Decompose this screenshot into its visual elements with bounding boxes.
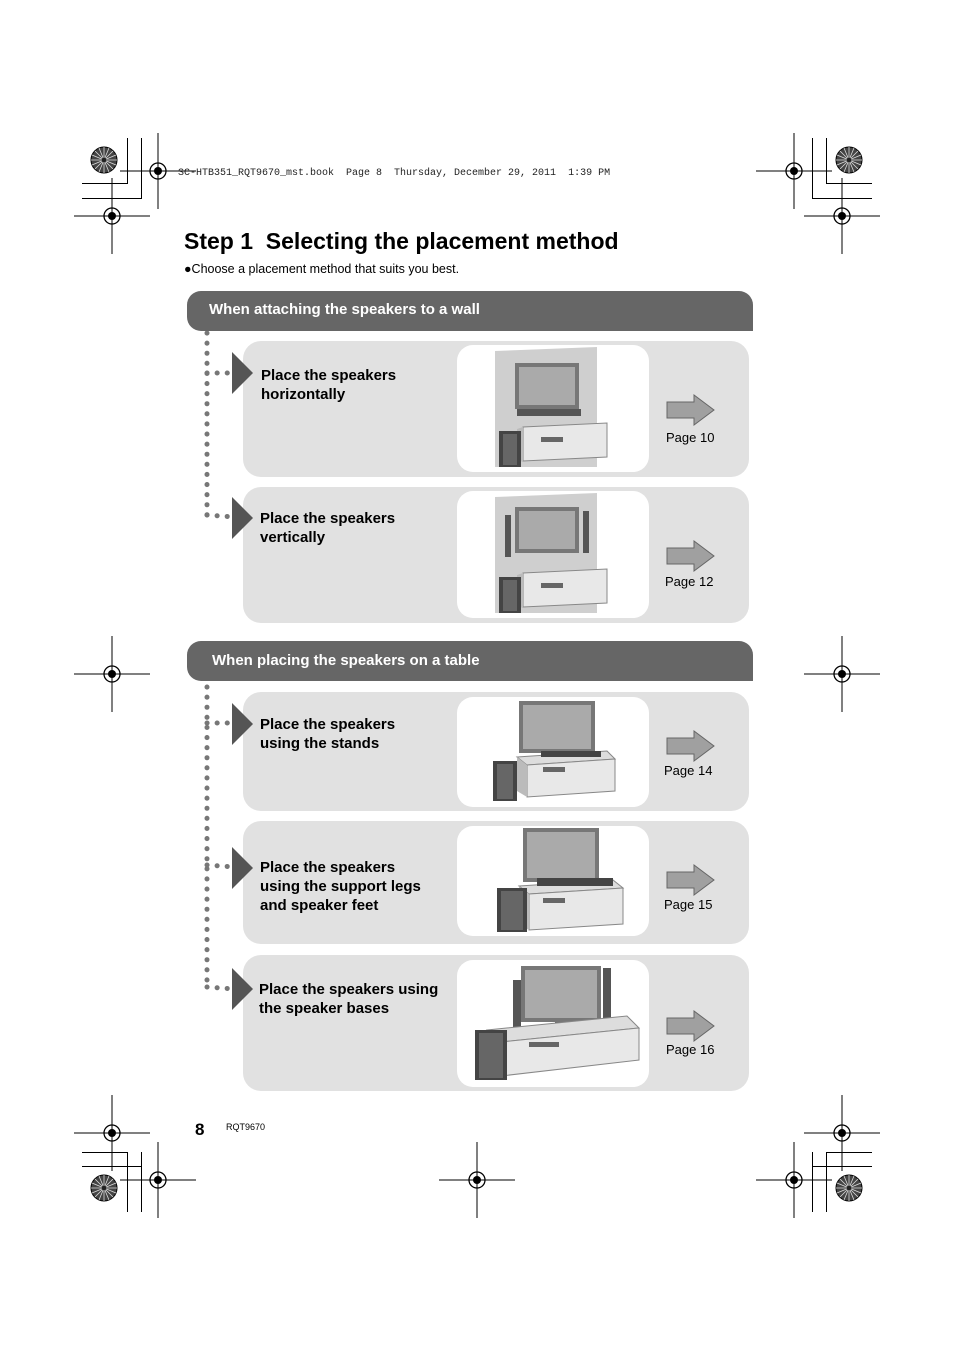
option-label: Place the speakers using the speaker bas…	[259, 981, 439, 1017]
page-reference[interactable]: Page 10	[666, 430, 715, 445]
page-reference[interactable]: Page 12	[665, 574, 714, 589]
wall-vertical-illustration	[457, 491, 649, 618]
section-header-wall: When attaching the speakers to a wall	[187, 291, 753, 331]
arrow-right-icon	[666, 394, 715, 426]
arrow-right-icon	[666, 864, 715, 896]
section-header-table: When placing the speakers on a table	[187, 641, 753, 681]
pointer-triangle-icon	[232, 497, 253, 539]
pointer-triangle-icon	[232, 847, 253, 889]
page-title: Step 1 Selecting the placement method	[184, 228, 619, 254]
pointer-triangle-icon	[232, 703, 253, 745]
pointer-triangle-icon	[232, 352, 253, 394]
page-reference[interactable]: Page 16	[666, 1042, 715, 1057]
option-label: Place the speakers using the stands	[260, 716, 396, 752]
connector-dots	[204, 330, 238, 992]
option-label: Place the speakers using the support leg…	[260, 859, 421, 914]
document-code: RQT9670	[226, 1122, 266, 1132]
page-number: 8	[195, 1120, 205, 1139]
option-label: Place the speakers vertically	[260, 510, 396, 546]
pointer-triangle-icon	[232, 968, 253, 1010]
table-speaker-bases-illustration	[457, 960, 649, 1087]
option-label: Place the speakers horizontally	[261, 367, 397, 403]
table-stands-illustration	[457, 697, 649, 807]
page-reference[interactable]: Page 14	[664, 763, 713, 778]
file-info-line: SC-HTB351_RQT9670_mst.book Page 8 Thursd…	[178, 168, 611, 179]
page-subtitle: ●Choose a placement method that suits yo…	[184, 262, 460, 276]
arrow-right-icon	[666, 1010, 715, 1042]
page-reference[interactable]: Page 15	[664, 897, 713, 912]
arrow-right-icon	[666, 730, 715, 762]
wall-horizontal-illustration	[457, 345, 649, 472]
arrow-right-icon	[666, 540, 715, 572]
table-support-legs-illustration	[457, 826, 649, 936]
